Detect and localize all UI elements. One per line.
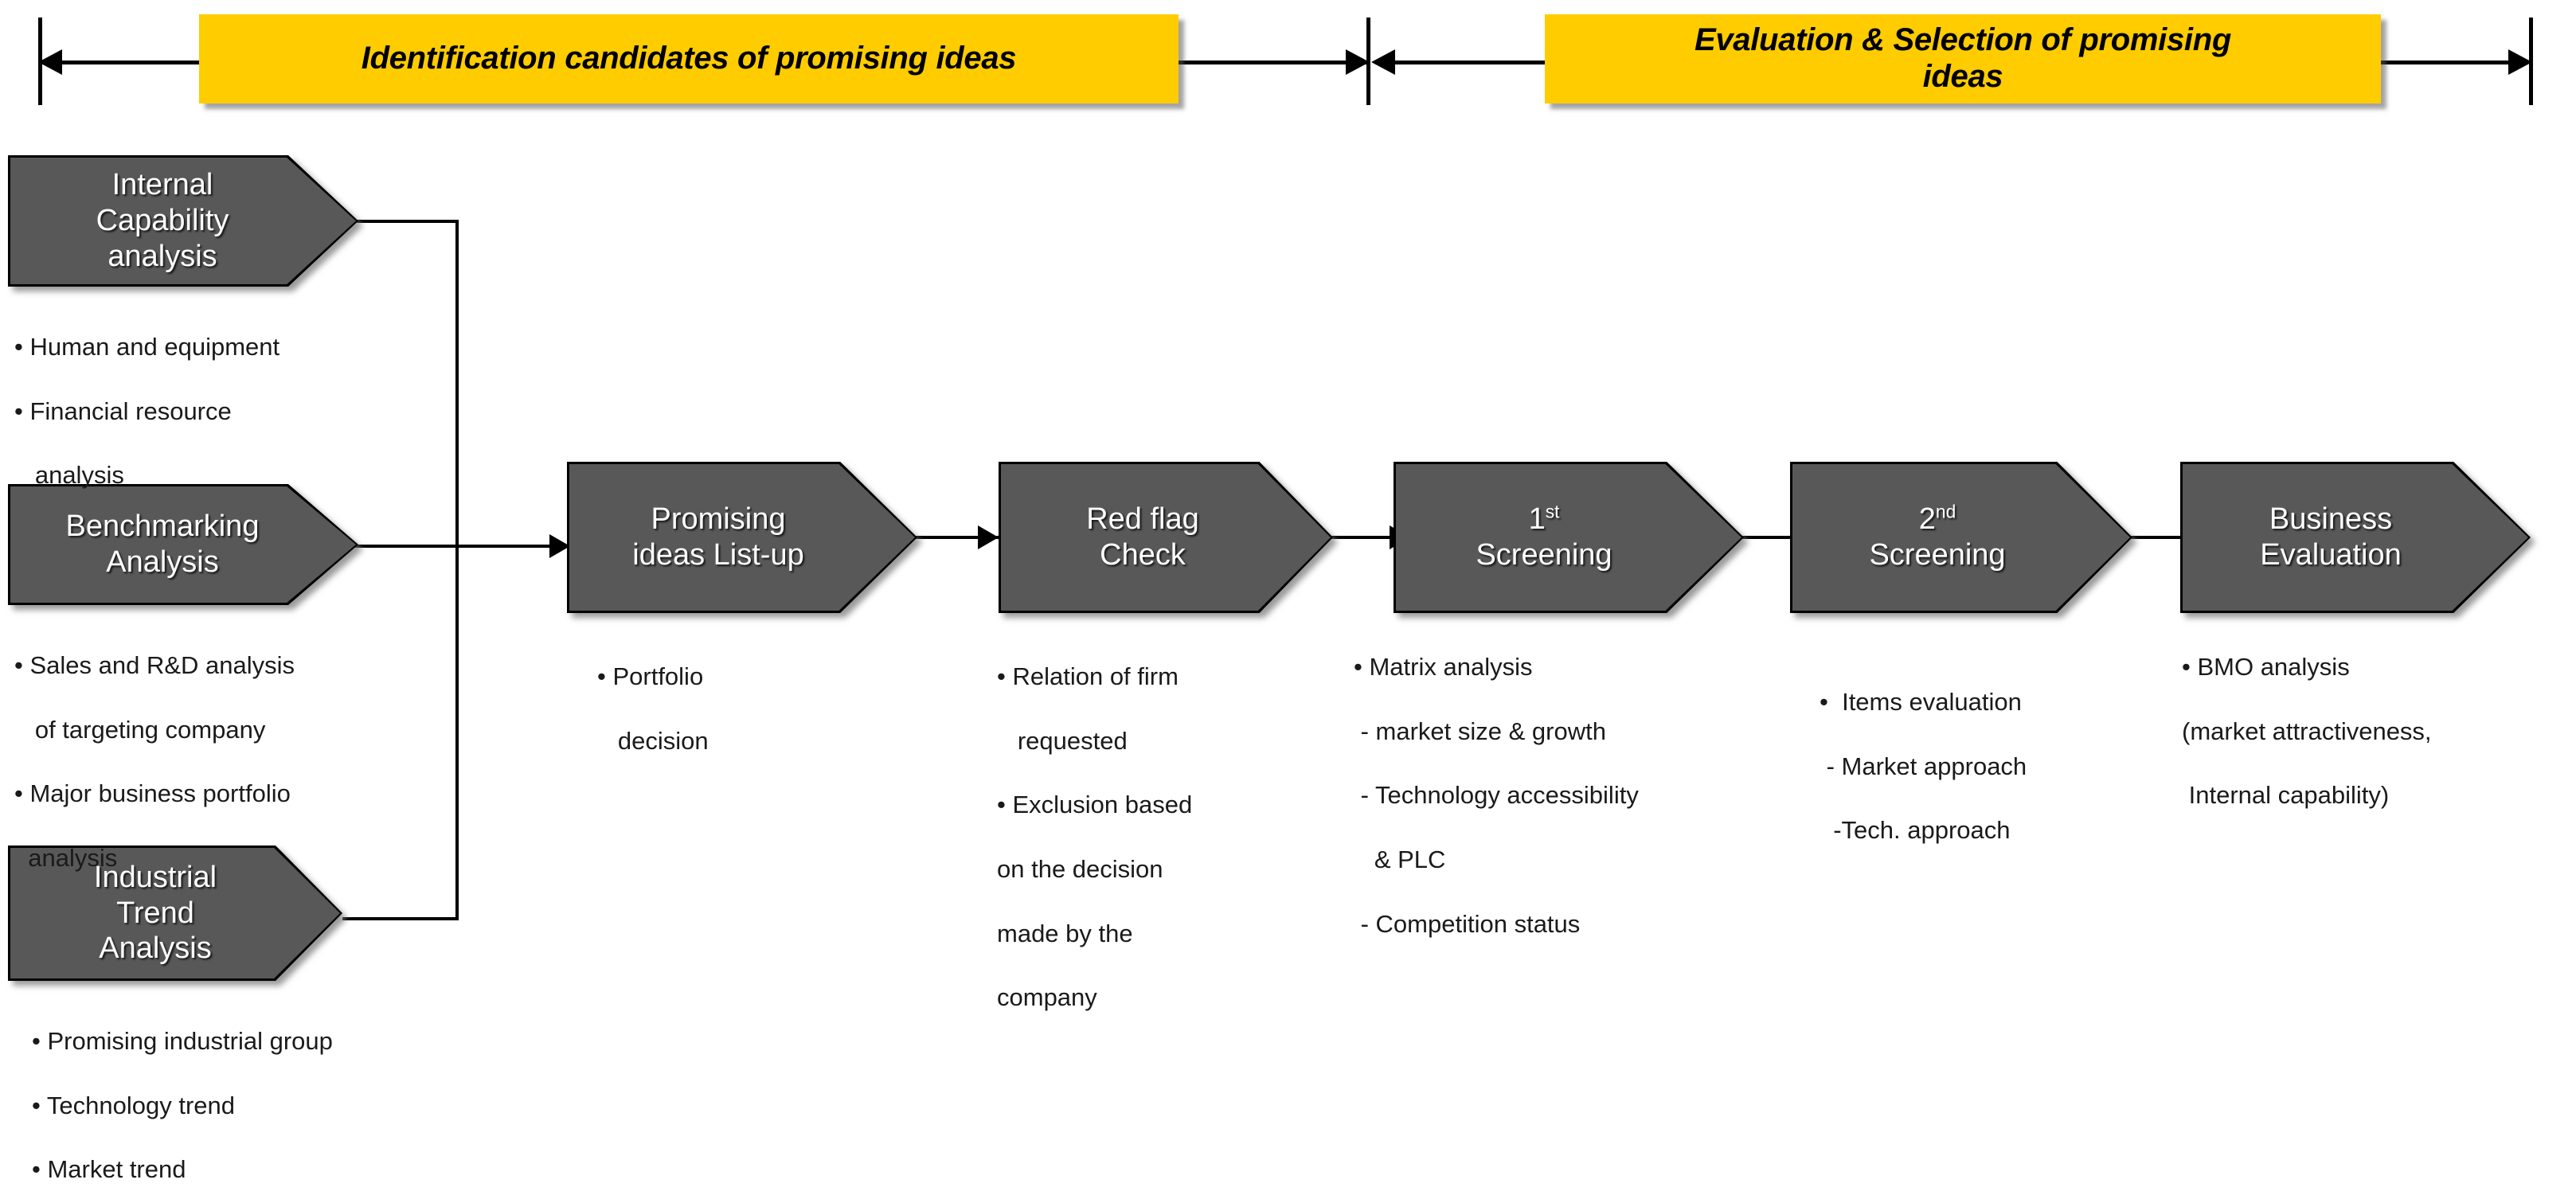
shape-benchmarking-analysis-label: Benchmarking Analysis <box>65 510 260 579</box>
phase-banner-identification-label: Identification candidates of promising i… <box>361 41 1017 76</box>
connector-internal-capability <box>342 220 459 223</box>
shape-title-line: ideas List-up <box>632 538 804 572</box>
phase-banner-evaluation: Evaluation & Selection of promising idea… <box>1545 14 2381 103</box>
note-line: & PLC <box>1354 846 1446 874</box>
shape-title-line: Check <box>1100 538 1186 572</box>
notes-industrial-trend-analysis: • Promising industrial group • Technolog… <box>32 994 510 1199</box>
shape-fill <box>1792 464 2130 611</box>
shape-title-line: Screening <box>1476 538 1612 572</box>
notes-first-screening: • Matrix analysis - market size & growth… <box>1354 619 1831 972</box>
shape-title-line: Screening <box>1869 538 2006 572</box>
note-line: • Relation of firm <box>997 662 1179 691</box>
connector-benchmarking <box>342 545 459 548</box>
note-line: - Technology accessibility <box>1354 781 1639 810</box>
shape-title-line: Business <box>2269 502 2393 537</box>
shape-first-screening[interactable]: 1st Screening <box>1394 462 1744 613</box>
note-line: • Exclusion based <box>997 791 1193 819</box>
note-line: • Technology trend <box>32 1091 236 1119</box>
shape-industrial-trend-analysis-label: Industrial Trend Analysis <box>93 860 217 966</box>
note-line: Internal capability) <box>2182 781 2390 810</box>
note-line: • BMO analysis <box>2182 653 2350 682</box>
notes-red-flag-check: • Relation of firm requested • Exclusion… <box>997 629 1331 1046</box>
connector-bracket-to-listup <box>455 545 563 548</box>
axis-line-phase2-left <box>1386 61 1545 64</box>
arrow-right-phase2 <box>2508 49 2532 75</box>
phase-banner-evaluation-label: Evaluation & Selection of promising idea… <box>1694 22 2232 94</box>
notes-benchmarking-analysis: • Sales and R&D analysis of targeting co… <box>14 618 468 907</box>
note-line: • Human and equipment <box>14 333 280 361</box>
connector-industrial-trend <box>342 917 459 920</box>
note-line: - market size & growth <box>1354 717 1606 745</box>
flow-arrow-to-listup <box>549 534 570 558</box>
note-line: decision <box>597 726 709 755</box>
shape-title-sup: st <box>1545 501 1560 522</box>
note-line: • Major business portfolio <box>14 779 291 808</box>
note-line: analysis <box>14 461 124 490</box>
note-line: made by the <box>997 919 1133 947</box>
notes-second-screening: • Items evaluation - Market approach -Te… <box>1820 654 2202 879</box>
note-line: (market attractiveness, <box>2182 717 2432 745</box>
shape-business-evaluation[interactable]: Business Evaluation <box>2180 462 2531 613</box>
note-line: analysis <box>14 844 118 873</box>
shape-benchmarking-analysis[interactable]: Benchmarking Analysis <box>8 484 358 605</box>
shape-business-evaluation-label: Business Evaluation <box>2255 502 2406 573</box>
arrow-right-phase1 <box>1346 49 1370 75</box>
shape-title-sup: nd <box>1935 501 1956 522</box>
connector-screening2-to-business <box>2131 536 2209 539</box>
shape-fill <box>569 464 915 611</box>
note-line: • Items evaluation <box>1820 688 2022 717</box>
note-line: • Matrix analysis <box>1354 653 1533 682</box>
axis-line-phase2-right <box>2381 61 2528 64</box>
shape-industrial-trend-analysis[interactable]: Industrial Trend Analysis <box>8 846 342 981</box>
shape-title-line: 1 <box>1528 502 1546 537</box>
note-line: -Tech. approach <box>1820 816 2011 845</box>
connector-redflag-to-screening1 <box>1331 536 1411 539</box>
note-line: • Financial resource <box>14 396 232 425</box>
axis-line-phase1-right <box>1179 61 1368 64</box>
shape-internal-capability-label: Internal Capability analysis <box>96 168 229 273</box>
shape-fill <box>2183 464 2528 611</box>
note-line: • Promising industrial group <box>32 1027 333 1056</box>
notes-business-evaluation: • BMO analysis (market attractiveness, I… <box>2182 619 2576 844</box>
arrow-left-phase1 <box>38 49 62 75</box>
shape-fill <box>1396 464 1741 611</box>
shape-promising-ideas-listup[interactable]: Promising ideas List-up <box>567 462 917 613</box>
shape-fill <box>10 158 356 284</box>
shape-title-line: Promising <box>651 502 786 537</box>
shape-title-line: Evaluation <box>2260 538 2402 572</box>
shape-first-screening-label: 1st Screening <box>1471 502 1616 573</box>
shape-title-line: 2 <box>1918 502 1936 537</box>
flow-arrow-to-redflag <box>978 525 999 549</box>
shape-fill <box>10 848 340 978</box>
shape-red-flag-check[interactable]: Red flag Check <box>999 462 1333 613</box>
shape-title-line: Red flag <box>1086 502 1199 537</box>
note-line: - Market approach <box>1820 752 2027 780</box>
shape-fill <box>10 486 356 603</box>
shape-promising-ideas-listup-label: Promising ideas List-up <box>627 502 808 573</box>
note-line: • Sales and R&D analysis <box>14 651 295 680</box>
note-line: • Portfolio <box>597 662 704 691</box>
connector-listup-to-redflag <box>916 536 999 539</box>
shape-second-screening[interactable]: 2nd Screening <box>1790 462 2132 613</box>
connector-vertical-bracket <box>455 220 459 920</box>
note-line: • Market trend <box>32 1155 186 1184</box>
note-line: company <box>997 983 1097 1012</box>
shape-red-flag-check-label: Red flag Check <box>1081 502 1204 573</box>
shape-second-screening-label: 2nd Screening <box>1864 502 2010 573</box>
axis-line-phase1 <box>40 61 199 64</box>
notes-internal-capability: • Human and equipment • Financial resour… <box>14 299 460 524</box>
note-line: requested <box>997 726 1128 755</box>
phase-banner-identification: Identification candidates of promising i… <box>199 14 1179 103</box>
arrow-left-phase2 <box>1371 49 1395 75</box>
note-line: of targeting company <box>14 715 266 744</box>
shape-internal-capability[interactable]: Internal Capability analysis <box>8 155 358 287</box>
note-line: - Competition status <box>1354 909 1581 938</box>
note-line: on the decision <box>997 855 1163 884</box>
connector-screening1-to-screening2 <box>1742 536 1820 539</box>
shape-fill <box>1001 464 1331 611</box>
notes-promising-ideas-listup: • Portfolio decision <box>597 629 916 789</box>
